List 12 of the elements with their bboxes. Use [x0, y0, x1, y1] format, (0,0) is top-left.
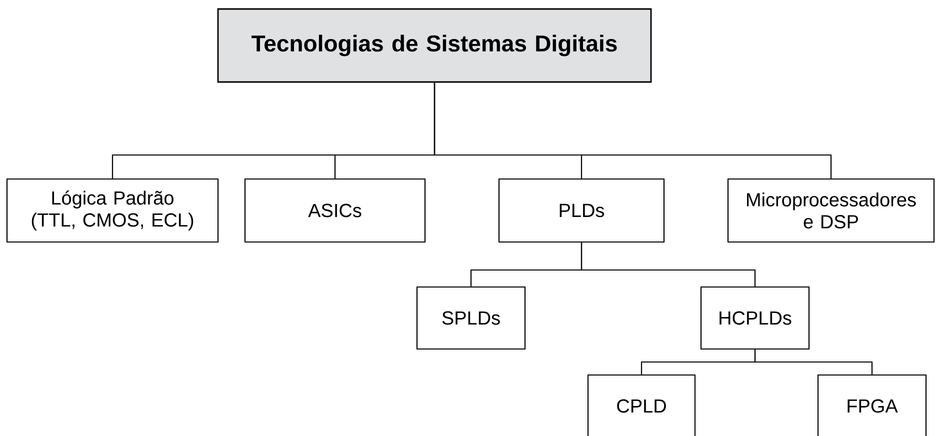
connector-line — [580, 242, 756, 286]
connector-line — [434, 82, 832, 178]
category-box: FPGA — [817, 374, 927, 436]
category-box: CPLD — [587, 374, 696, 436]
category-box: HCPLDs — [700, 286, 810, 350]
category-box: Microprocessadores e DSP — [727, 178, 935, 243]
category-box: PLDs — [498, 178, 665, 243]
category-box: Lógica Padrão (TTL, CMOS, ECL) — [6, 178, 219, 243]
category-box: SPLDs — [416, 286, 526, 350]
connector-line — [754, 350, 873, 375]
title-box: Tecnologias de Sistemas Digitais — [217, 8, 652, 83]
category-box: ASICs — [244, 178, 426, 243]
